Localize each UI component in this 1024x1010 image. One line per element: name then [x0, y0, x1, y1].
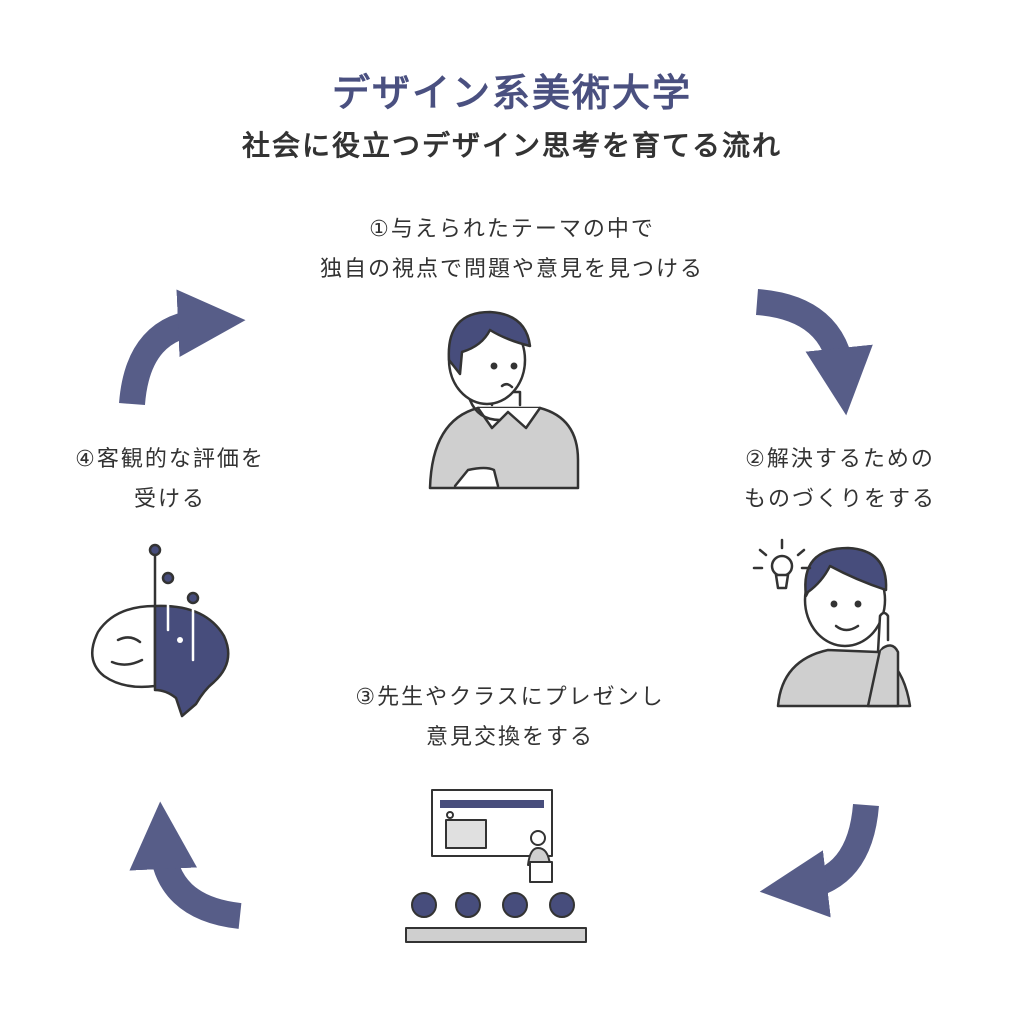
arrow-top-left [119, 289, 246, 406]
step-4-line-2: 受ける [133, 487, 206, 512]
step-3-line-2: 意見交換をする [425, 725, 594, 750]
presentation-icon [405, 789, 587, 943]
step-3-line-1: ③先生やクラスにプレゼンし [355, 685, 665, 710]
step-3-label: ③先生やクラスにプレゼンし 意見交換をする [260, 678, 760, 758]
step-1-label: ①与えられたテーマの中で 独自の視点で問題や意見を見つける [232, 210, 792, 290]
audience-icon [405, 892, 587, 943]
step-1-line-1: ①与えられたテーマの中で [369, 217, 655, 242]
ai-brain-icon [91, 543, 230, 718]
step-4-label: ④客観的な評価を 受ける [30, 440, 310, 520]
arrow-top-right [755, 289, 873, 416]
step-1-line-2: 独自の視点で問題や意見を見つける [319, 257, 704, 282]
arrow-bottom-left [129, 801, 242, 929]
step-4-line-1: ④客観的な評価を [75, 447, 265, 472]
subtitle: 社会に役立つデザイン思考を育てる流れ [241, 129, 782, 162]
step-2-label: ②解決するための ものづくりをする [700, 440, 980, 520]
title: デザイン系美術大学 [331, 71, 692, 115]
thinking-person-icon [428, 310, 580, 490]
arrow-bottom-right [759, 803, 879, 918]
idea-person-icon [752, 538, 912, 708]
step-2-line-1: ②解決するための [745, 447, 935, 472]
step-2-line-2: ものづくりをする [743, 487, 936, 512]
